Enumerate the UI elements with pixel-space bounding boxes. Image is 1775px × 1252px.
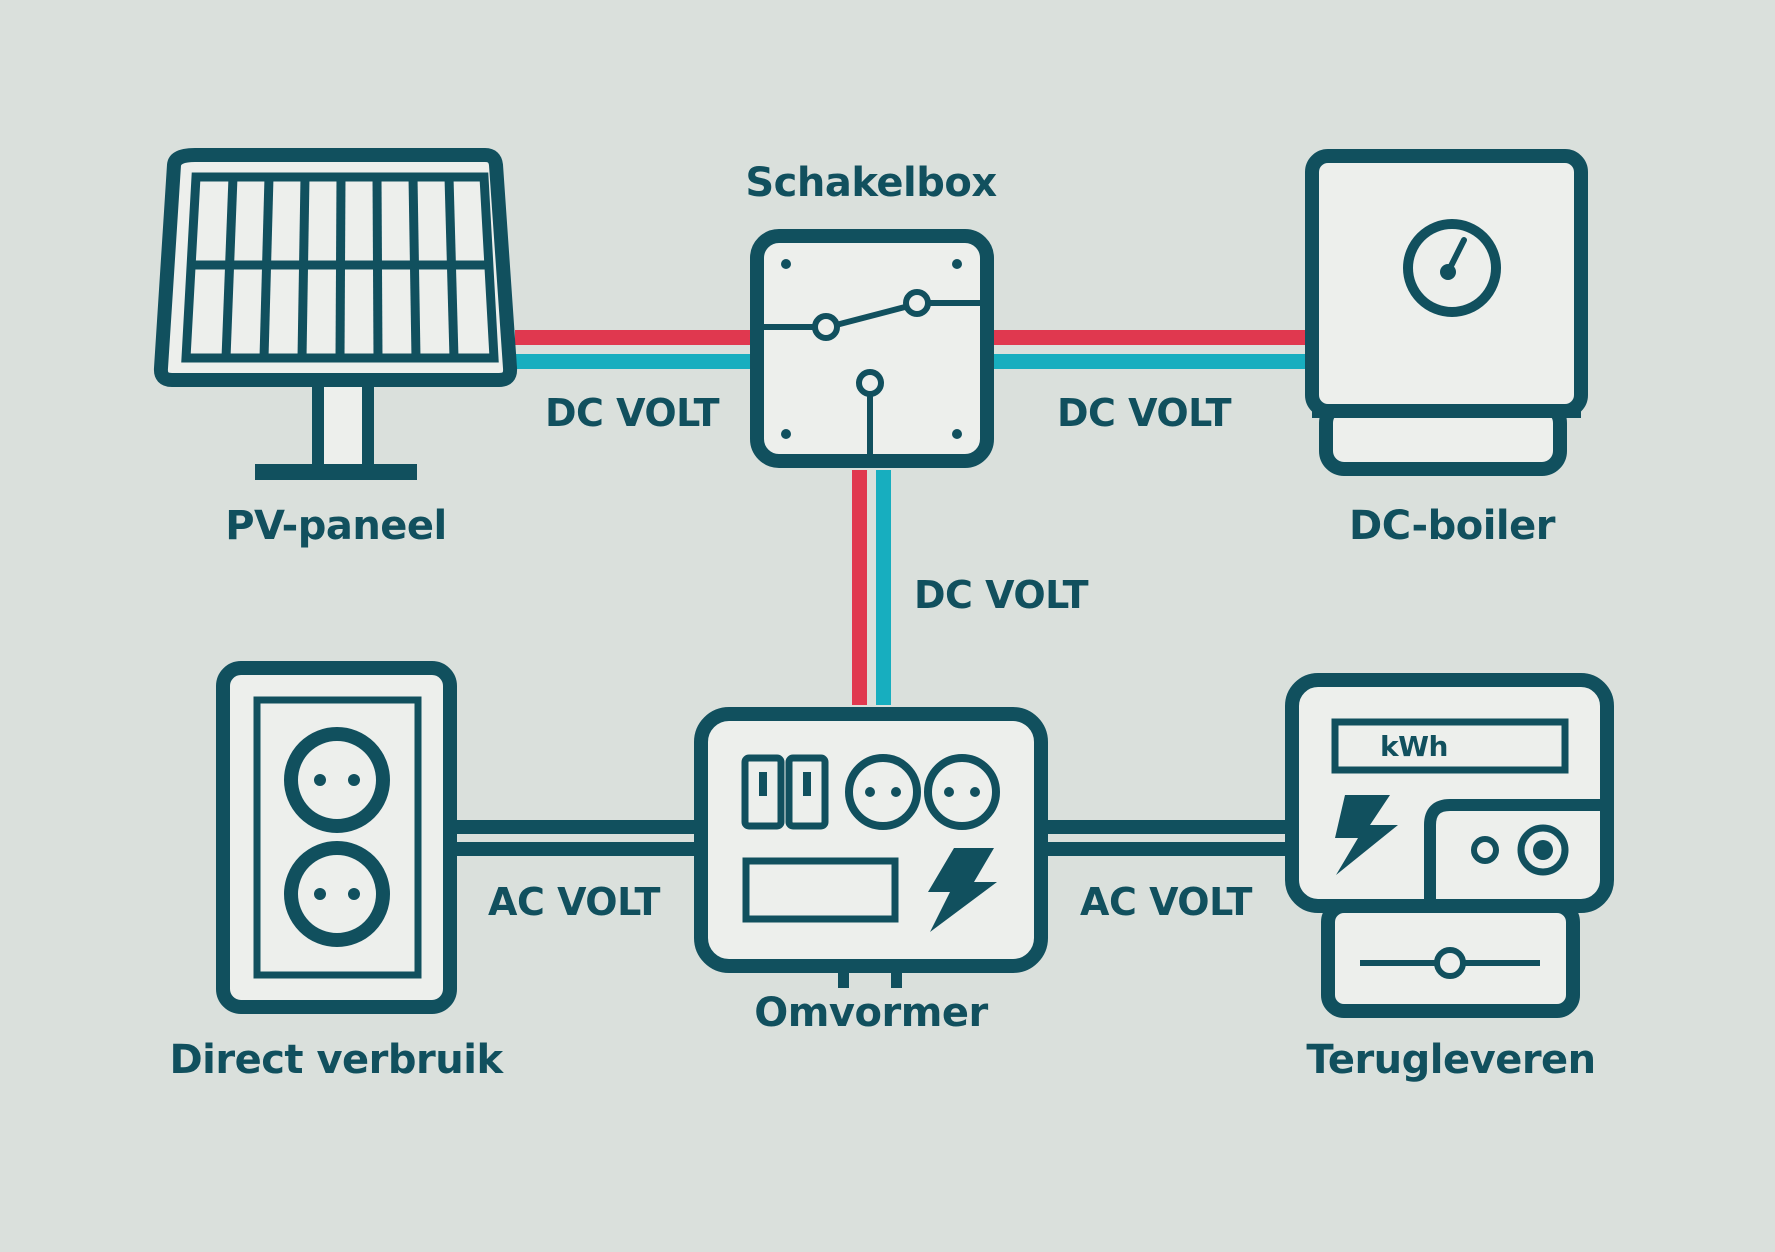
feed-in-label: Terugleveren [1306, 1037, 1596, 1083]
dc-negative-line [990, 354, 1305, 369]
ac-line [455, 842, 695, 856]
dc-negative-line [515, 354, 750, 369]
connection-label-switchbox-boiler: DC VOLT [1056, 391, 1232, 435]
direct-use-label: Direct verbruik [169, 1037, 503, 1083]
connection-label-switchbox-inverter: DC VOLT [913, 573, 1089, 617]
connection-label-inverter-direct-use: AC VOLT [488, 880, 660, 924]
dc-negative-line [876, 470, 891, 705]
wire-pv-to-switchbox [515, 330, 750, 369]
wire-switchbox-to-inverter [852, 470, 891, 705]
lightning-bolt-icon [928, 848, 997, 932]
connection-label-inverter-feed-in: AC VOLT [1080, 880, 1252, 924]
connection-label-pv-switchbox: DC VOLT [544, 391, 720, 435]
power-outlet-icon [216, 661, 457, 1014]
ac-line [1045, 820, 1290, 834]
electricity-meter-icon [1285, 673, 1614, 1018]
lightning-bolt-icon [1335, 795, 1398, 875]
boiler-icon [1305, 149, 1588, 476]
pv-panel-label: PV-paneel [225, 503, 447, 549]
meter-display [1331, 718, 1569, 774]
solar-panel-icon [153, 148, 518, 480]
ac-line [1045, 842, 1290, 856]
dc-positive-line [852, 470, 867, 705]
wire-switchbox-to-boiler [990, 330, 1305, 369]
meter-display-text: kWh [1380, 730, 1448, 763]
inverter-icon [694, 707, 1048, 988]
inverter-label: Omvormer [754, 990, 988, 1036]
socket-icon [284, 841, 390, 947]
wire-inverter-to-feed-in [1045, 820, 1290, 856]
ac-line [455, 820, 695, 834]
switch-icon [750, 229, 994, 468]
dc-positive-line [990, 330, 1305, 345]
socket-icon [284, 727, 390, 833]
dc-positive-line [515, 330, 750, 345]
wire-inverter-to-direct-use [455, 820, 695, 856]
switchbox-label: Schakelbox [745, 160, 997, 206]
dc-boiler-label: DC-boiler [1349, 503, 1555, 549]
